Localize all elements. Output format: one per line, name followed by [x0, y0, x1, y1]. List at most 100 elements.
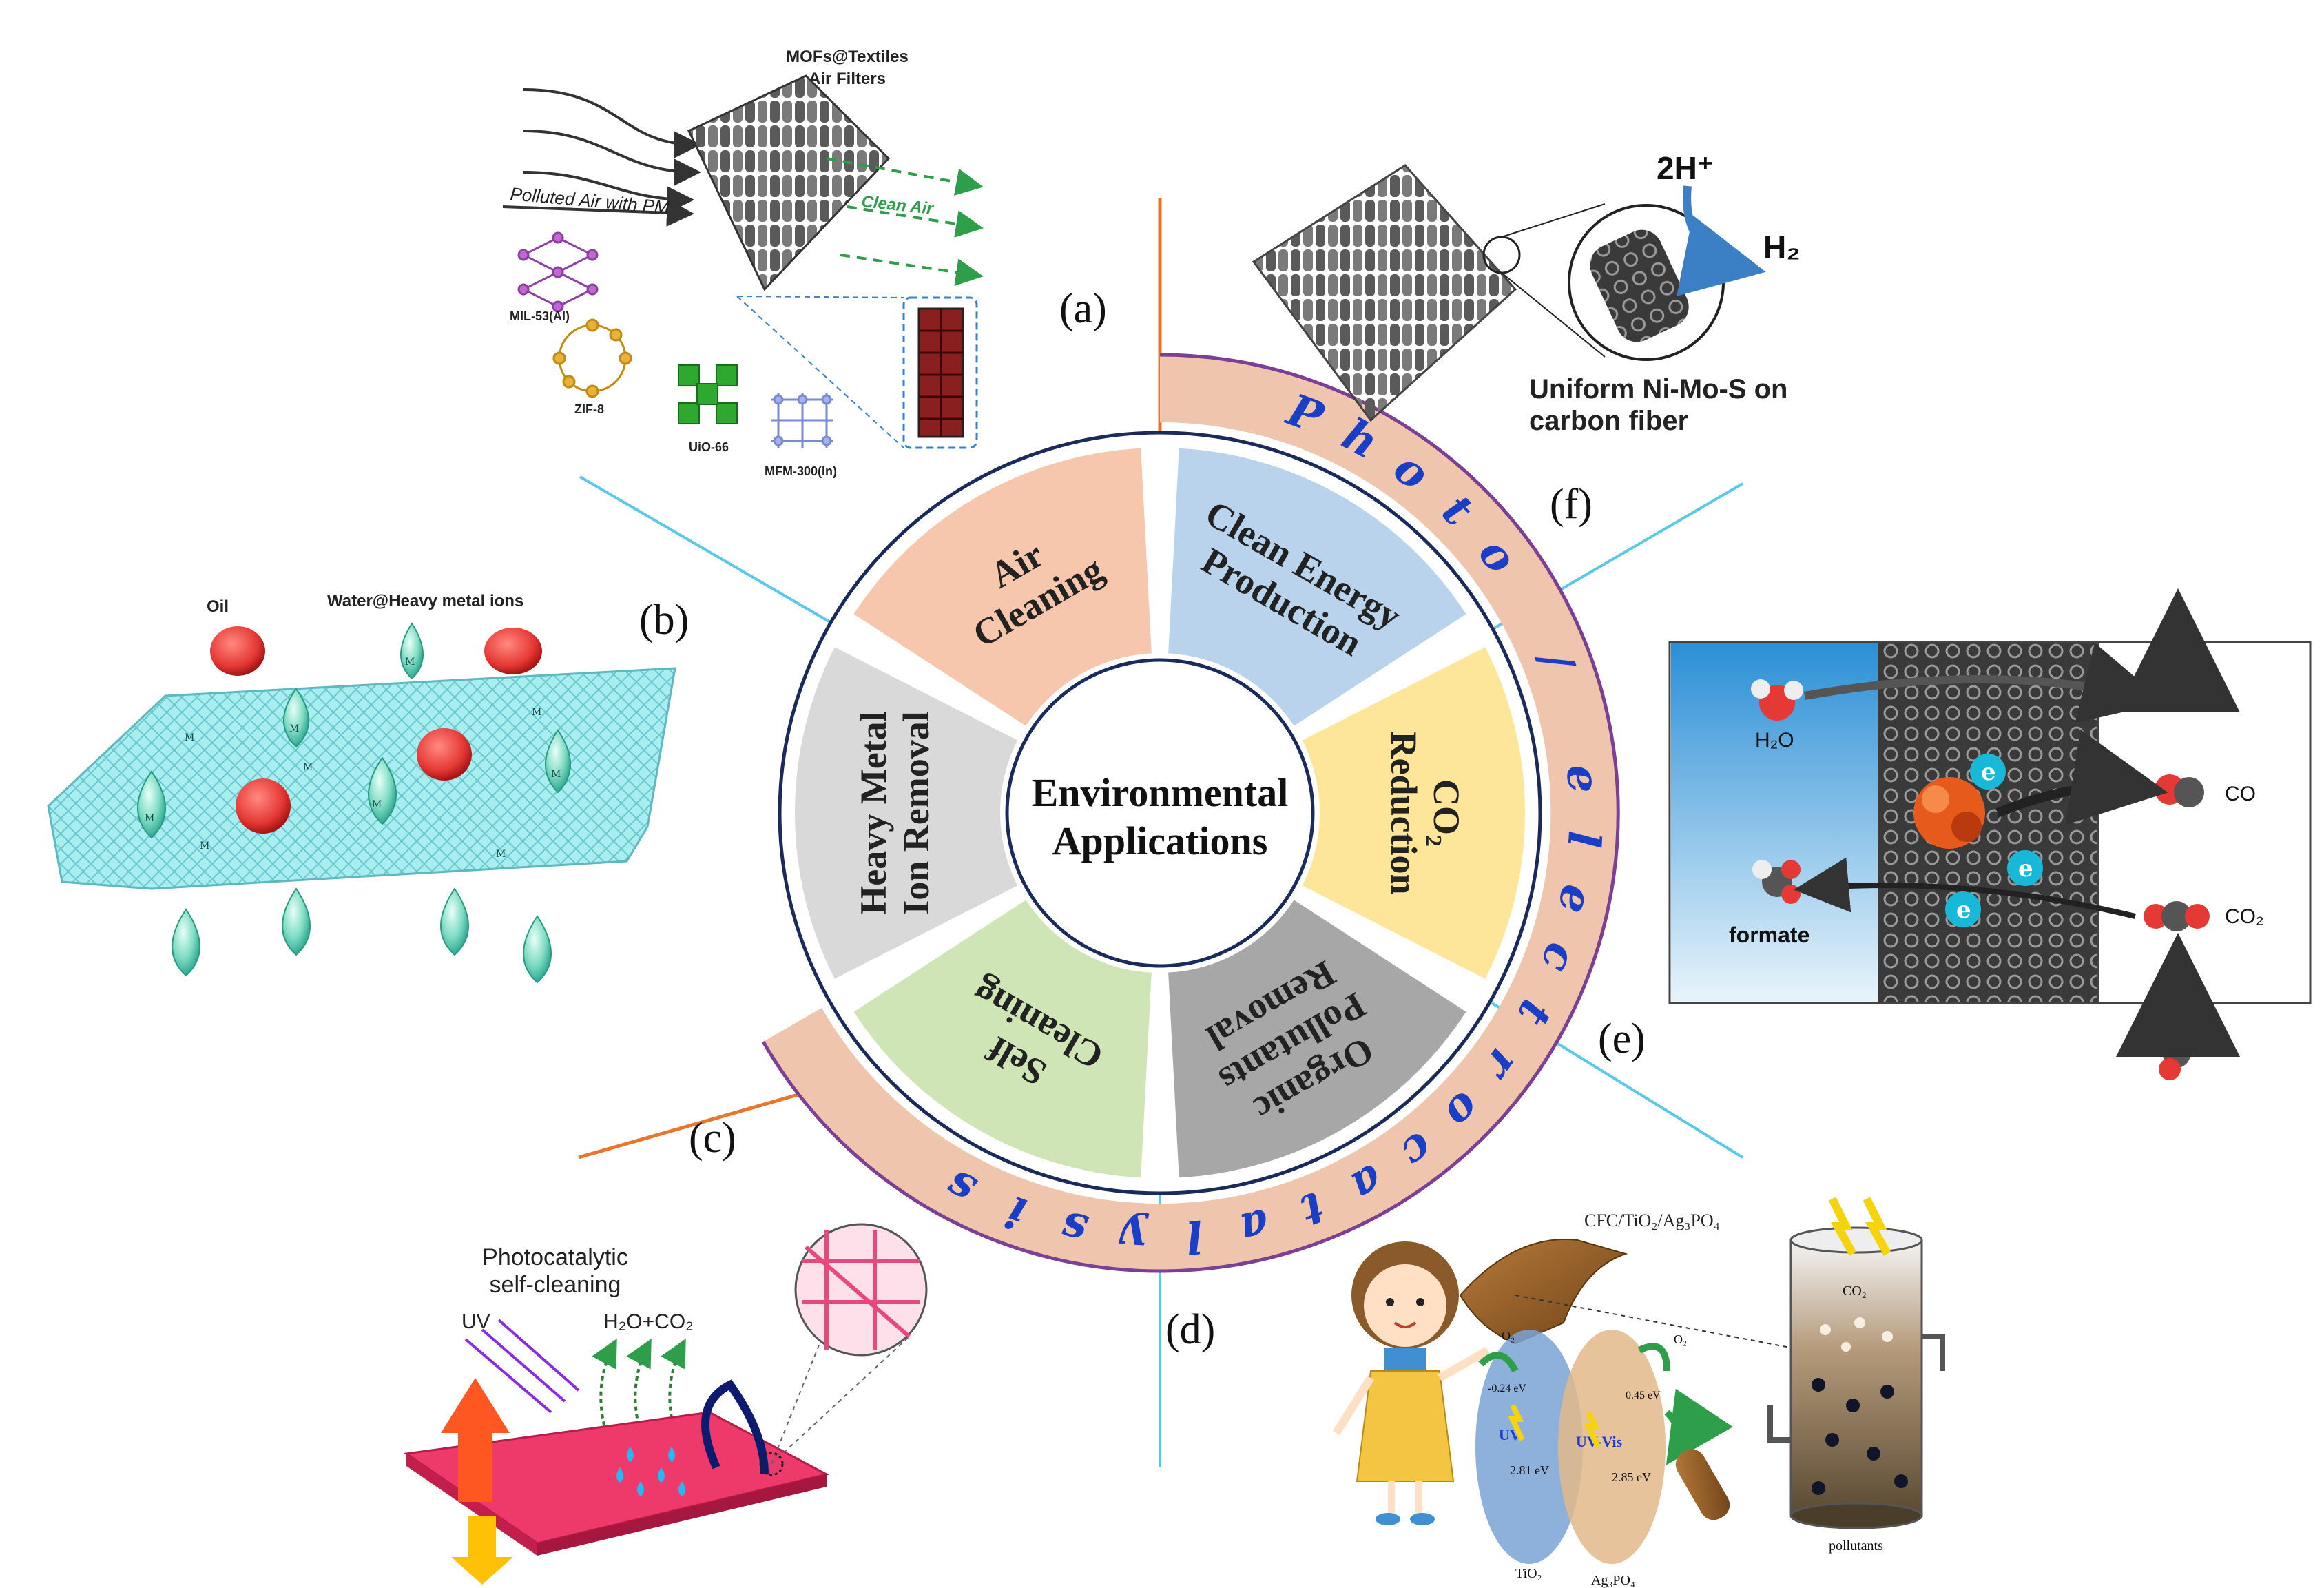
mof-label-uio66: UiO-66	[689, 440, 729, 454]
uv-label: UV	[461, 1310, 490, 1333]
panel-a-title1: MOFs@Textiles	[786, 48, 909, 66]
svg-text:e: e	[2018, 855, 2033, 883]
polluted-air-label: Polluted Air with PM	[509, 183, 670, 218]
tio2-label: TiO₂	[1515, 1566, 1542, 1581]
ring-letter: e	[1556, 763, 1610, 795]
mof-label-zif8: ZIF-8	[574, 402, 604, 416]
oil-label: Oil	[207, 597, 229, 616]
ring-letter: l	[1557, 829, 1610, 849]
co2-molecule	[2144, 901, 2210, 931]
panel-a-title2: Air Filters	[809, 70, 886, 88]
fiber-network	[802, 1230, 920, 1350]
clean-air-arrows	[826, 157, 984, 287]
svg-text:M: M	[551, 769, 561, 780]
electron-markers: e e e	[1945, 754, 2043, 927]
ring-letter: y	[1117, 1210, 1150, 1263]
material-label: CFC/TiO₂/Ag₃PO₄	[1584, 1210, 1720, 1230]
fiber-closeup	[1590, 229, 1689, 342]
svg-text:M: M	[405, 657, 415, 668]
clean-air-label: Clean Air	[860, 192, 935, 218]
water-label: Water@Heavy metal ions	[327, 592, 523, 610]
membrane	[47, 667, 676, 890]
energy-tio2: 2.81 eV	[1510, 1463, 1549, 1477]
uvvis-label: UV-Vis	[1576, 1433, 1623, 1450]
pollutants-label: pollutants	[1829, 1538, 1883, 1554]
h2-label: H₂	[2212, 689, 2235, 712]
vb-ag3po4: 0.45 eV	[1626, 1390, 1661, 1401]
sector-organic-pollutants	[1168, 900, 1466, 1178]
co2-label: CO₂	[2225, 905, 2264, 928]
co-label: CO	[2225, 783, 2256, 805]
polluted-air-arrows	[502, 88, 701, 227]
co-molecule	[2155, 774, 2204, 807]
zif8-structure	[552, 318, 632, 398]
panel-c-self-cleaning: Photocatalytic self-cleaning UV H₂O+CO₂	[403, 1223, 928, 1585]
ring-outline	[761, 353, 1620, 1273]
carbon-fiber-weave	[1252, 164, 1517, 422]
panel-labels: (a) (b) (c) (d) (e) (f)	[639, 285, 1646, 1353]
oil-droplets	[210, 626, 542, 834]
panel-f-clean-energy: 2H⁺ 2e⁻ H₂ Uniform Ni-Mo-S on carbon fib…	[1252, 150, 1801, 436]
carbon-cloth	[1459, 1239, 1628, 1345]
mof-structures: MIL-53(Al) ZIF-8 UiO-66 MFM-300(In)	[510, 231, 837, 478]
water-drops-c	[616, 1447, 685, 1496]
cloth-roll	[1675, 1449, 1730, 1520]
mof-label-mil53: MIL-53(Al)	[510, 309, 570, 323]
uv-rays	[464, 1319, 580, 1414]
h2-arrow	[1677, 185, 1766, 296]
co2-molecule-incoming	[2159, 1028, 2190, 1080]
formate-label: formate	[1729, 922, 1809, 947]
textile-filter	[687, 74, 891, 291]
sector-co2-reduction	[1302, 647, 1525, 979]
panel-label-d: (d)	[1165, 1306, 1215, 1353]
reactor-tank: CO₂ pollutants	[1767, 1197, 1945, 1554]
tio2-ellipse	[1475, 1330, 1583, 1564]
heat-arrow-up	[441, 1378, 510, 1502]
sector-clean-energy	[1168, 448, 1466, 726]
center-line2: Applications	[1052, 818, 1268, 863]
vb-tio2: -0.24 eV	[1488, 1383, 1526, 1394]
products-label: H₂O+CO₂	[603, 1310, 694, 1333]
reactant-label: 2H⁺	[1657, 150, 1714, 186]
water-droplets	[137, 622, 571, 984]
mil53-structure	[517, 231, 599, 313]
sector-label-co2-reduction: CO2Reduction	[1383, 731, 1467, 894]
girl-illustration	[1332, 1241, 1490, 1525]
droplet-trajectory	[701, 1379, 769, 1475]
panel-d-organic-removal: CFC/TiO₂/Ag₃PO₄ UV UV-Vis 2.81 eV 2.85 e…	[1332, 1197, 1945, 1588]
sector-air-cleaning	[853, 448, 1152, 726]
sector-heavy-metal	[795, 647, 1018, 979]
panel-label-b: (b)	[639, 597, 689, 643]
heat-arrow-down	[451, 1516, 513, 1585]
svg-text:M: M	[532, 707, 541, 718]
o2-label-right: O₂	[1674, 1332, 1687, 1346]
caption-line1: Uniform Ni-Mo-S on	[1529, 374, 1788, 404]
panel-b-heavy-metal: Oil Water@Heavy metal ions M M M M M M	[47, 592, 676, 984]
metal-ion-labels: M M M M M M M M M M	[145, 657, 561, 860]
sector-self-cleaning	[853, 900, 1152, 1178]
panel-label-e: (e)	[1598, 1015, 1646, 1062]
center-circle	[1005, 658, 1315, 968]
panel-a-air-filter: MOFs@Textiles Air Filters Polluted Air w…	[502, 48, 984, 478]
reaction-arrows	[1794, 588, 2240, 1057]
svg-text:e: e	[1981, 759, 1996, 786]
mof-label-mfm300: MFM-300(In)	[765, 464, 837, 478]
svg-text:M: M	[289, 723, 299, 734]
svg-text:M: M	[200, 841, 209, 852]
panel-c-title2: self-cleaning	[490, 1272, 621, 1298]
panel-c-title1: Photocatalytic	[482, 1244, 628, 1270]
catalyst-cluster	[1913, 777, 1985, 849]
panel-e-co2-reduction: e e e H₂O formate H₂ CO CO₂	[1668, 588, 2312, 1080]
svg-text:e: e	[1956, 896, 1971, 924]
panel-label-c: (c)	[689, 1115, 736, 1162]
product-label: H₂	[1763, 229, 1801, 265]
svg-text:M: M	[496, 849, 506, 860]
o2-label-left: O₂	[1502, 1329, 1515, 1343]
energy-ag3po4: 2.85 eV	[1612, 1470, 1651, 1484]
h2o-molecule	[1751, 679, 1803, 721]
zoom-origin	[1482, 236, 1521, 274]
